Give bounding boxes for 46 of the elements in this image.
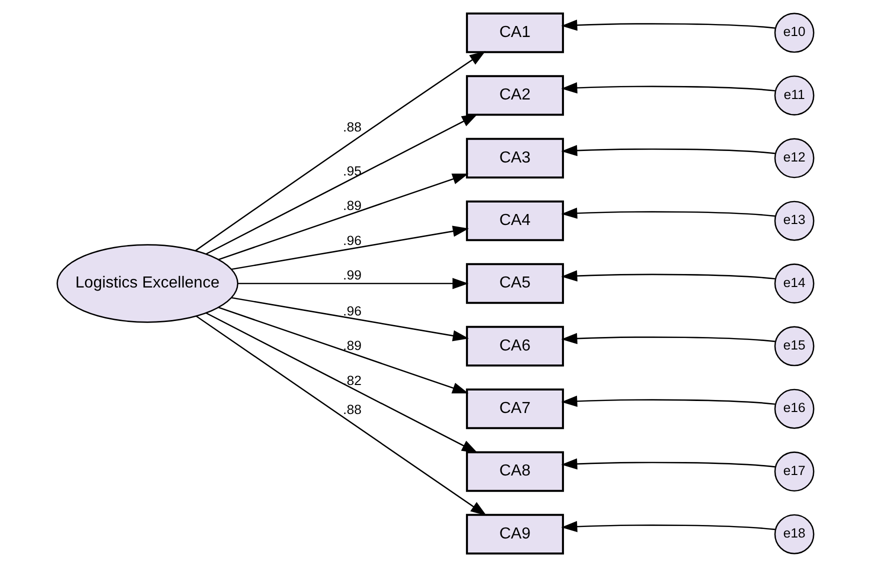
arrow bbox=[560, 458, 775, 470]
edge-label: .88 bbox=[342, 402, 362, 418]
node-circle: e15 bbox=[774, 326, 814, 366]
node-circle: e11 bbox=[774, 75, 814, 116]
node-circle: e14 bbox=[774, 264, 814, 304]
node-box: CA3 bbox=[465, 138, 564, 178]
edge-label: .89 bbox=[342, 198, 362, 214]
node-box: CA8 bbox=[465, 451, 564, 492]
edge-label: .99 bbox=[342, 268, 362, 282]
arrow bbox=[560, 208, 775, 219]
node-circle: e17 bbox=[774, 452, 814, 492]
arrow bbox=[560, 144, 775, 156]
node-box: CA1 bbox=[465, 12, 564, 54]
node-box: CA6 bbox=[465, 326, 564, 366]
node-box: CA9 bbox=[465, 514, 564, 555]
arrow bbox=[230, 297, 468, 342]
edge-label: .95 bbox=[342, 163, 362, 178]
arrow bbox=[218, 174, 468, 260]
arrow bbox=[194, 51, 486, 252]
arrow bbox=[205, 312, 478, 454]
edge-label: .96 bbox=[342, 232, 362, 248]
arrow bbox=[195, 316, 486, 516]
node-box: CA2 bbox=[465, 75, 564, 116]
node-box: CA5 bbox=[465, 263, 564, 304]
edge-label: .89 bbox=[342, 338, 362, 354]
arrow bbox=[230, 226, 468, 270]
node-box: CA4 bbox=[465, 200, 564, 242]
edge-label: .96 bbox=[342, 304, 362, 319]
arrow bbox=[238, 278, 468, 290]
arrow bbox=[560, 332, 775, 344]
node-circle: e10 bbox=[774, 12, 814, 53]
arrow bbox=[560, 82, 775, 94]
node-circle: e16 bbox=[774, 388, 814, 429]
arrow bbox=[560, 20, 775, 31]
node-circle: e18 bbox=[774, 514, 814, 554]
node-circle: e13 bbox=[774, 200, 814, 241]
node-ellipse: Logistics Excellence bbox=[56, 244, 238, 323]
arrow bbox=[560, 270, 775, 282]
node-circle: e12 bbox=[774, 138, 814, 178]
arrow bbox=[218, 306, 468, 394]
arrow bbox=[205, 114, 478, 254]
arrow bbox=[560, 520, 775, 532]
edge-label: .82 bbox=[342, 372, 362, 388]
node-box: CA7 bbox=[465, 388, 564, 430]
edge-label: .88 bbox=[342, 119, 362, 134]
arrow bbox=[560, 396, 775, 407]
